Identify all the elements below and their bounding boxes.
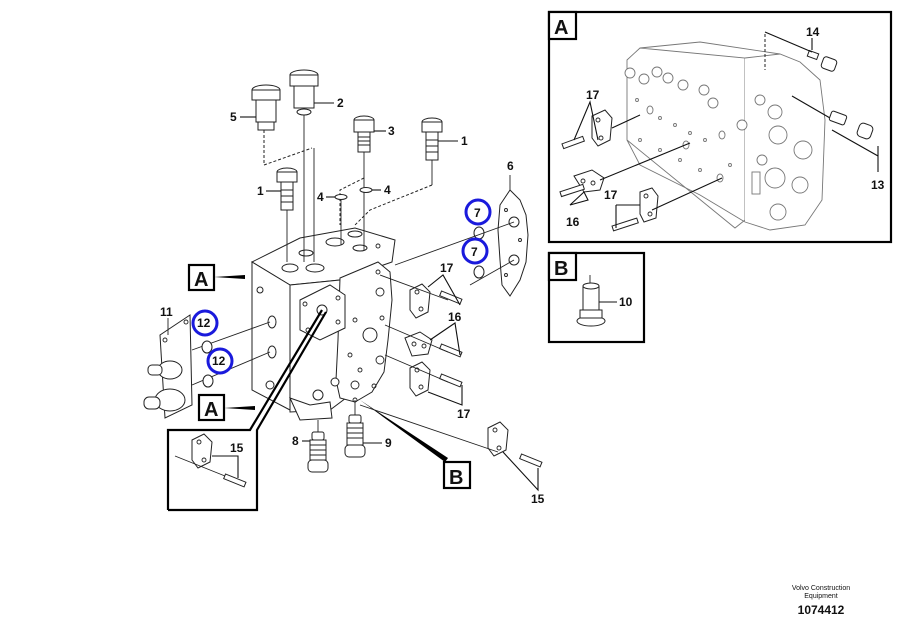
clamp-16 (384, 322, 463, 358)
detail-a-clamp-17-top (561, 100, 641, 150)
label-1-left: 1 (257, 184, 264, 198)
drawing-number: 1074412 (797, 603, 845, 617)
label-2: 2 (337, 96, 344, 110)
detail-b-label-10: 10 (619, 295, 633, 309)
part-2-relief-valve (289, 69, 334, 262)
part-12-highlight-bottom: 12 (206, 347, 234, 375)
label-6: 6 (507, 159, 514, 173)
detail-b-tag: B (554, 258, 568, 280)
callout-a-upper: A (187, 263, 245, 292)
detail-b-panel: B 10 (547, 251, 646, 344)
label-4-right: 4 (384, 183, 391, 197)
part-12-orings (201, 340, 214, 388)
label-7-bottom: 7 (471, 245, 478, 259)
label-17-upper: 17 (440, 261, 454, 275)
part-5-relief-valve (240, 84, 313, 166)
part-1-valve-left (266, 167, 298, 262)
brand-line-2: Equipment (804, 593, 838, 600)
detail-a-label-16: 16 (566, 215, 580, 229)
inset-label-15: 15 (230, 441, 244, 455)
part-7-orings (394, 221, 515, 286)
part-6-cover-plate (497, 175, 529, 297)
clamp-17-lower (384, 354, 463, 406)
detail-a-clamp-17-lower (611, 177, 723, 232)
label-1-right: 1 (461, 134, 468, 148)
detail-b-part-10-plug (576, 275, 617, 327)
part-12-highlight-top: 12 (191, 309, 219, 337)
callout-b: B (360, 400, 472, 490)
part-3-valve (339, 115, 386, 250)
part-7-highlight-top: 7 (464, 198, 492, 226)
label-3: 3 (388, 124, 395, 138)
label-7-top: 7 (474, 206, 481, 220)
detail-a-part-14-plug (764, 31, 838, 72)
detail-a-panel: A (547, 10, 893, 244)
detail-a-label-14: 14 (806, 25, 820, 39)
label-16: 16 (448, 310, 462, 324)
main-valve-block (250, 227, 396, 421)
part-1-valve-right (354, 117, 458, 226)
label-17-lower: 17 (457, 407, 471, 421)
label-4-left: 4 (317, 190, 324, 204)
part-7-highlight-bottom: 7 (461, 237, 489, 265)
label-9: 9 (385, 436, 392, 450)
brand-line-1: Volvo Construction (791, 585, 851, 592)
label-11: 11 (160, 305, 173, 319)
label-12-top: 12 (197, 316, 211, 330)
callout-a-lower-label: A (204, 399, 218, 421)
detail-a-label-17-lower: 17 (604, 188, 618, 202)
detail-a-tag: A (554, 17, 568, 39)
label-15-right: 15 (531, 492, 545, 506)
detail-a-label-13: 13 (871, 178, 885, 192)
label-12-bottom: 12 (212, 354, 226, 368)
detail-a-label-17-top: 17 (586, 88, 600, 102)
detail-a-valve-block (624, 41, 826, 231)
clamp-15-right (359, 404, 543, 492)
part-9-valve (344, 400, 382, 458)
detail-a-clamp-16 (559, 142, 691, 206)
callout-a-upper-label: A (194, 269, 208, 291)
inset-clamp-15 (166, 309, 327, 512)
callout-b-label: B (449, 467, 463, 489)
label-5: 5 (230, 110, 237, 124)
footer: Volvo Construction Equipment 1074412 (776, 585, 866, 617)
part-8-valve (302, 420, 329, 473)
detail-a-part-13 (791, 95, 879, 172)
label-8: 8 (292, 434, 299, 448)
callout-a-lower: A (197, 393, 255, 422)
clamp-17-upper (379, 274, 463, 319)
part-4-orings (326, 187, 381, 245)
